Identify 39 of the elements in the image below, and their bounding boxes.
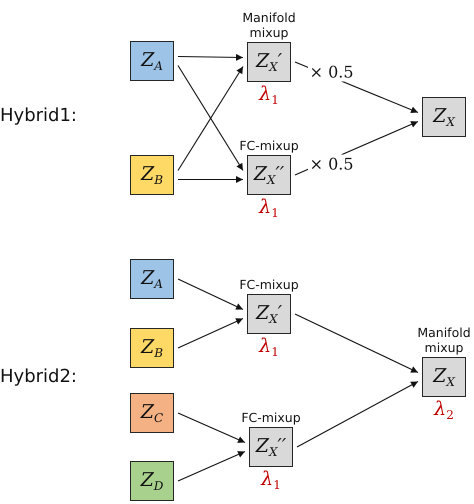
arrow <box>178 278 244 310</box>
arrow <box>178 412 246 443</box>
variable-symbol: Z$_{X}$′ <box>256 50 282 74</box>
variable-symbol: Z$_{X}$ <box>433 105 455 129</box>
operation-label: FC-mixup <box>238 277 300 292</box>
arrow <box>294 314 418 373</box>
row-label: Hybrid2: <box>0 366 77 387</box>
variable-box <box>130 41 174 81</box>
arrow <box>178 176 243 183</box>
variable-symbol: Z$_{X}$′′ <box>254 163 284 187</box>
lambda-symbol: λ$_{1}$ <box>259 83 279 107</box>
variable-box <box>130 461 174 501</box>
variable-box <box>130 328 174 368</box>
variable-symbol: Z$_{X}$′′ <box>256 435 286 459</box>
variable-box <box>422 97 466 137</box>
variable-symbol: Z$_{A}$ <box>141 49 163 73</box>
variable-symbol: Z$_{X}$′ <box>256 302 282 326</box>
variable-box <box>130 155 174 195</box>
arrow <box>178 54 243 61</box>
lambda-symbol: λ$_{2}$ <box>434 398 454 422</box>
variable-symbol: Z$_{C}$ <box>140 401 164 425</box>
operation-label: FC-mixup <box>240 410 302 425</box>
lambda-symbol: λ$_{1}$ <box>261 468 281 492</box>
variable-symbol: Z$_{A}$ <box>141 267 163 291</box>
variable-box <box>130 393 174 433</box>
lambda-symbol: λ$_{1}$ <box>259 196 279 220</box>
variable-symbol: Z$_{B}$ <box>140 163 164 187</box>
operation-label: FC-mixup <box>238 138 300 153</box>
operation-label: Manifold mixup <box>416 325 472 355</box>
row-label: Hybrid1: <box>0 105 77 126</box>
arrow <box>178 318 244 348</box>
lambda-symbol: λ$_{1}$ <box>259 335 279 359</box>
arrow <box>296 381 418 448</box>
variable-box <box>130 259 174 299</box>
variable-symbol: Z$_{B}$ <box>140 336 164 360</box>
operation-label: Manifold mixup <box>241 10 297 40</box>
variable-symbol: Z$_{X}$ <box>433 365 455 389</box>
variable-symbol: Z$_{D}$ <box>140 469 164 493</box>
arrow <box>178 451 246 482</box>
